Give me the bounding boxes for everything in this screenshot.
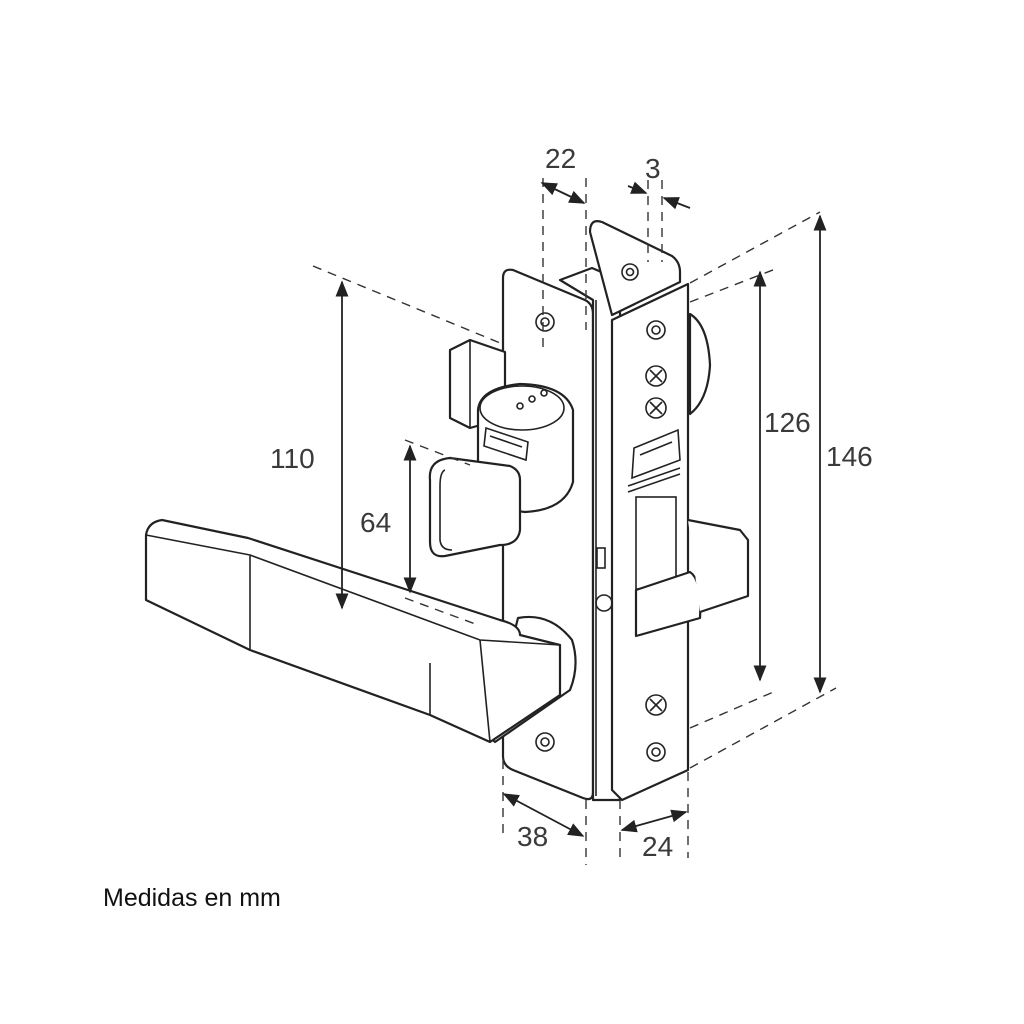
- dimension-label-110: 110: [270, 443, 315, 474]
- dimension-label-64: 64: [360, 507, 391, 538]
- faceplate-brand-logo: [627, 428, 681, 493]
- dimension-label-146: 146: [826, 441, 873, 472]
- key-cylinder: [428, 382, 575, 558]
- dimension-label-22: 22: [545, 143, 576, 174]
- dimension-label-38: 38: [517, 821, 548, 852]
- screw-head-icon: [645, 365, 667, 387]
- dimension-label-126: 126: [764, 407, 811, 438]
- front-faceplate: [588, 220, 750, 802]
- dimension-lines: [335, 181, 827, 837]
- cylinder-brand-logo: [483, 426, 529, 462]
- dimension-label-3: 3: [645, 153, 661, 184]
- extension-lines: [312, 178, 837, 865]
- dimension-label-24: 24: [642, 831, 673, 862]
- screw-head-icon: [645, 397, 667, 419]
- units-caption: Medidas en mm: [103, 884, 281, 912]
- screw-head-icon: [645, 694, 667, 716]
- lever-handle: [144, 518, 577, 744]
